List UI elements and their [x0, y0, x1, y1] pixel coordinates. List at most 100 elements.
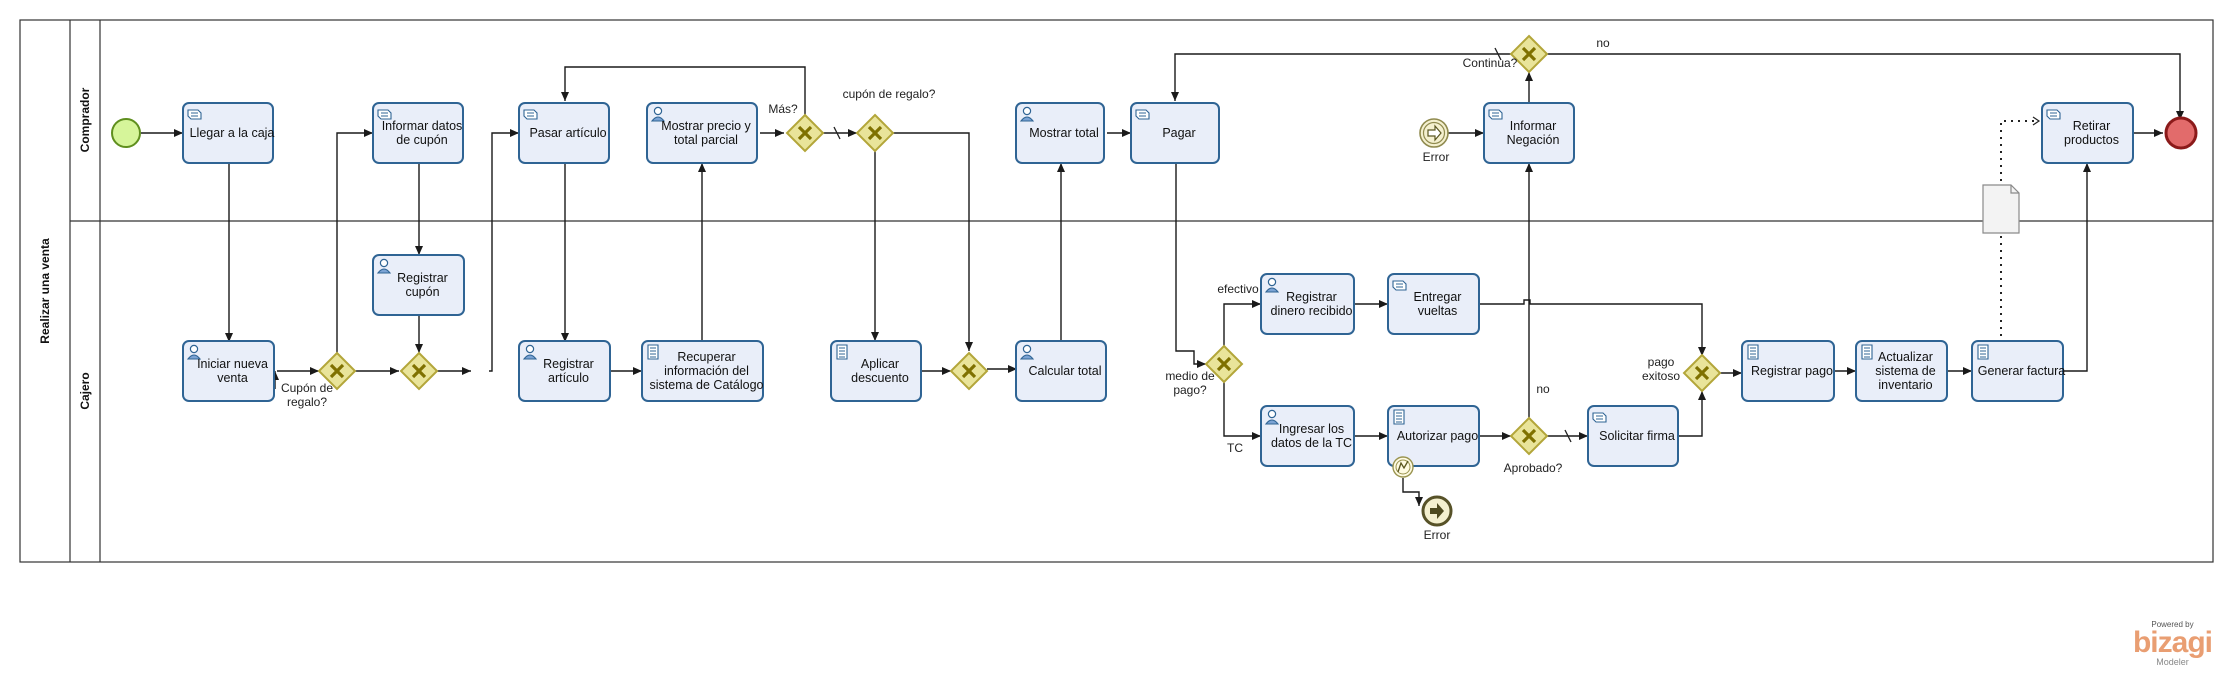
task-label: Iniciar nueva: [197, 357, 268, 371]
task-label: Informar: [1510, 119, 1557, 133]
manual-task-icon: [1135, 109, 1150, 120]
pool: Realizar una venta Comprador Cajero: [19, 19, 2214, 563]
manual-task-icon: [377, 109, 392, 120]
flow-label-tc: TC: [1227, 441, 1243, 455]
task-label: dinero recibido: [1271, 304, 1353, 318]
task-factura[interactable]: Generar factura: [1971, 340, 2066, 402]
user-task-icon: [1019, 106, 1035, 122]
gateway-cupon-regalo[interactable]: [855, 113, 895, 153]
task-label: Generar factura: [1978, 364, 2066, 378]
task-label: Informar datos: [382, 119, 463, 133]
task-label: Entregar: [1414, 290, 1462, 304]
error-start-label: Error: [1423, 150, 1450, 164]
task-calcular[interactable]: Calcular total: [1015, 340, 1107, 402]
gateway-aprobado[interactable]: [1509, 416, 1549, 456]
task-firma[interactable]: Solicitar firma: [1587, 405, 1679, 467]
user-task-icon: [522, 344, 538, 360]
gateway-label: Más?: [768, 102, 798, 116]
task-label: de cupón: [396, 133, 447, 147]
task-label: artículo: [548, 371, 589, 385]
script-task-icon: [1393, 409, 1405, 425]
user-task-icon: [1264, 409, 1280, 425]
error-start-event[interactable]: [1419, 118, 1449, 148]
flow-label-efectivo: efectivo: [1217, 282, 1259, 296]
logo-name: bizagi: [2132, 626, 2213, 659]
pool-label: Realizar una venta: [38, 238, 52, 344]
task-label: Ingresar los: [1279, 422, 1344, 436]
task-label: Pasar artículo: [529, 126, 606, 140]
task-autorizar[interactable]: Autorizar pago: [1387, 405, 1480, 467]
powered-by-text: Powered by: [2151, 620, 2194, 629]
gateway-label: cupón de regalo?: [843, 87, 936, 101]
gateway-merge-cupon[interactable]: [399, 351, 439, 391]
error-end-event[interactable]: [1421, 495, 1453, 527]
error-end-label: Error: [1424, 528, 1451, 542]
gateway-label: Continua?: [1463, 56, 1518, 70]
invoice-data-object[interactable]: [1982, 184, 2020, 234]
manual-task-icon: [1592, 412, 1607, 423]
script-task-icon: [1977, 344, 1989, 360]
gateway-label: Aprobado?: [1504, 461, 1563, 475]
flow-label-no-continua: no: [1596, 36, 1610, 50]
task-pagar[interactable]: Pagar: [1130, 102, 1220, 164]
task-llegar[interactable]: Llegar a la caja: [182, 102, 275, 164]
manual-task-icon: [1392, 280, 1407, 291]
task-label: Retirar: [2073, 119, 2111, 133]
logo-product: Modeler: [2156, 657, 2189, 667]
gateway-pago-exitoso[interactable]: [1682, 353, 1722, 393]
task-label: Actualizar: [1878, 350, 1933, 364]
gateway-cupon[interactable]: [317, 351, 357, 391]
task-label: Solicitar firma: [1599, 429, 1675, 443]
lane-label-cajero: Cajero: [78, 372, 92, 409]
task-label: Llegar a la caja: [190, 126, 275, 140]
boundary-error-event[interactable]: [1392, 456, 1414, 478]
gateway-merge-desc[interactable]: [949, 351, 989, 391]
task-label: Mostrar precio y: [661, 119, 751, 133]
start-event[interactable]: [111, 118, 141, 148]
task-label: Autorizar pago: [1397, 429, 1478, 443]
gateway-medio[interactable]: [1204, 344, 1244, 384]
manual-task-icon: [187, 109, 202, 120]
task-label: Negación: [1507, 133, 1560, 147]
task-label: Recuperar: [677, 350, 735, 364]
bizagi-logo: Powered by bizagi Modeler: [2132, 620, 2213, 667]
user-task-icon: [1019, 344, 1035, 360]
manual-task-icon: [523, 109, 538, 120]
script-task-icon: [836, 344, 848, 360]
task-label: Registrar: [543, 357, 594, 371]
gateway-mas[interactable]: [785, 113, 825, 153]
task-label: Calcular total: [1029, 364, 1102, 378]
task-label: productos: [2064, 133, 2119, 147]
task-mostrar-total[interactable]: Mostrar total: [1015, 102, 1105, 164]
lane-label-comprador: Comprador: [78, 87, 92, 152]
task-label: total parcial: [674, 133, 738, 147]
task-pasar[interactable]: Pasar artículo: [518, 102, 610, 164]
flow-label-no-aprobado: no: [1536, 382, 1550, 396]
manual-task-icon: [2046, 109, 2061, 120]
gateway-continua[interactable]: [1509, 34, 1549, 74]
sequence-flows: [141, 47, 2184, 506]
task-label: Pagar: [1162, 126, 1195, 140]
task-reg-pago[interactable]: Registrar pago: [1741, 340, 1835, 402]
script-task-icon: [1861, 344, 1873, 360]
user-task-icon: [1264, 277, 1280, 293]
end-event[interactable]: [2164, 116, 2198, 150]
